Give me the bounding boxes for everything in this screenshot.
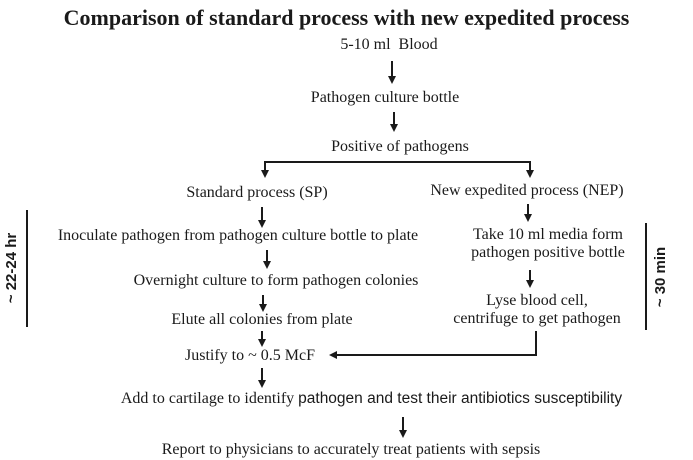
node-report-physicians: Report to physicians to accurately treat… (161, 441, 541, 458)
node-culture-bottle: Pathogen culture bottle (310, 89, 460, 106)
arrow-down-icon (388, 61, 396, 84)
arrow-left-icon (329, 351, 337, 359)
node-sp-step-elute: Elute all colonies from plate (171, 311, 353, 328)
arrow-down-icon (258, 331, 266, 347)
arrow-down-icon (524, 204, 532, 222)
duration-label-expedited: ~ 30 min (652, 246, 669, 308)
node-nep-step-lyse: Lyse blood cell, centrifuge to get patho… (432, 292, 642, 328)
branch-connector-line (264, 161, 531, 163)
arrow-down-icon (526, 270, 534, 288)
node-sp-step-inoculate: Inoculate pathogen from pathogen culture… (57, 227, 419, 244)
arrow-down-icon (263, 250, 271, 269)
node-standard-process-label: Standard process (SP) (186, 184, 328, 201)
node-cartilage-test: Add to cartilage to identify pathogen an… (50, 390, 693, 408)
arrow-down-icon (261, 161, 269, 178)
node-line: pathogen positive bottle (471, 244, 625, 261)
node-line: Take 10 ml media form (473, 226, 623, 243)
arrow-down-icon (258, 368, 266, 388)
duration-bracket-line-left (26, 210, 28, 327)
node-blood-sample: 5-10 ml Blood (340, 36, 438, 53)
arrow-down-icon (258, 207, 266, 228)
node-line: centrifuge to get pathogen (453, 310, 621, 327)
node-line: Lyse blood cell, (486, 292, 588, 309)
duration-bracket-line-right (645, 223, 647, 330)
page-title: Comparison of standard process with new … (63, 5, 630, 30)
node-positive-pathogens: Positive of pathogens (331, 138, 469, 155)
node-expedited-process-label: New expedited process (NEP) (430, 182, 624, 199)
arrow-down-icon (390, 112, 398, 132)
elbow-connector-vertical-line (535, 331, 537, 356)
arrow-down-icon (526, 161, 534, 178)
node-text-serif: Add to cartilage to identify (120, 390, 299, 407)
duration-label-standard: ~ 22-24 hr (3, 232, 20, 304)
node-sp-step-overnight: Overnight culture to form pathogen colon… (133, 272, 419, 289)
node-nep-step-take-media: Take 10 ml media form pathogen positive … (448, 226, 648, 262)
node-text-sans: pathogen and test their antibiotics susc… (298, 390, 623, 407)
node-justify-mcf: Justify to ~ 0.5 McF (185, 347, 315, 364)
arrow-down-icon (259, 295, 267, 312)
arrow-down-icon (399, 417, 407, 438)
elbow-connector-horizontal-line (337, 354, 537, 356)
